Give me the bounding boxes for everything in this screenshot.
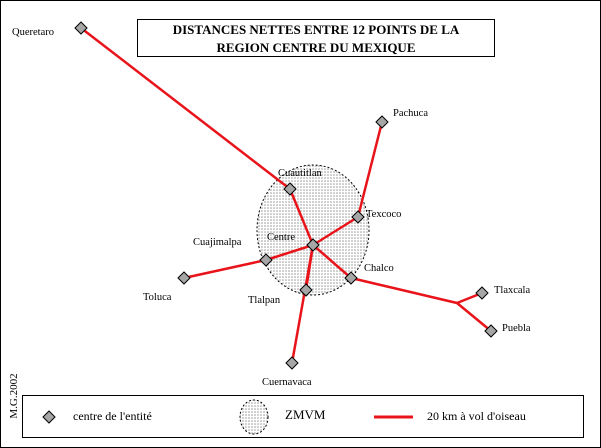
labels-layer: QueretaroPachucaCuautitlanTexcocoCentreC…	[12, 27, 531, 388]
node-queretaro[interactable]	[74, 21, 88, 35]
map-title-line2: REGION CENTRE DU MEXIQUE	[216, 40, 416, 55]
node-tlalpan[interactable]	[299, 283, 313, 297]
link-chalco-centre	[312, 244, 352, 279]
node-pachuca[interactable]	[375, 115, 389, 129]
link-junction-puebla	[456, 302, 492, 332]
node-toluca[interactable]	[177, 271, 191, 285]
label-queretaro: Queretaro	[12, 27, 54, 38]
label-tlalpan: Tlalpan	[248, 295, 281, 306]
map-title: DISTANCES NETTES ENTRE 12 POINTS DE LA R…	[137, 19, 495, 57]
link-cuajimalpa-centre	[265, 243, 314, 262]
label-centre: Centre	[267, 232, 295, 243]
node-texcoco[interactable]	[351, 210, 365, 224]
node-chalco[interactable]	[344, 271, 358, 285]
label-cuautitlan: Cuautitlan	[278, 168, 322, 179]
label-texcoco: Texcoco	[366, 209, 401, 220]
label-puebla: Puebla	[502, 323, 531, 334]
links-layer	[80, 27, 492, 364]
nodes-layer	[74, 21, 498, 370]
legend: centre de l'entité ZMVM 20 km à vol d'oi…	[22, 395, 584, 438]
label-cuajimalpa: Cuajimalpa	[193, 237, 242, 248]
node-puebla[interactable]	[484, 324, 498, 338]
label-cuernavaca: Cuernavaca	[262, 377, 312, 388]
node-tlaxcala[interactable]	[475, 286, 489, 300]
label-tlaxcala: Tlaxcala	[494, 285, 530, 296]
link-texcoco-centre	[312, 215, 359, 247]
label-toluca: Toluca	[143, 292, 172, 303]
legend-zone-label: ZMVM	[285, 407, 326, 422]
label-pachuca: Pachuca	[393, 108, 428, 119]
link-queretaro-cuautitlan	[80, 27, 291, 190]
link-toluca-cuajimalpa	[183, 258, 267, 280]
zmvm-zone	[256, 164, 370, 296]
node-cuautitlan[interactable]	[283, 182, 297, 196]
link-pachuca-texcoco	[356, 121, 384, 218]
label-chalco: Chalco	[364, 263, 394, 274]
legend-symbols	[42, 399, 413, 435]
legend-node-icon	[42, 410, 56, 424]
node-cuernavaca[interactable]	[285, 356, 299, 370]
node-centre[interactable]	[306, 238, 320, 252]
credit-text: M.G.2002	[8, 373, 20, 419]
legend-zone-icon	[239, 399, 269, 435]
legend-line-label: 20 km à vol d'oiseau	[427, 409, 526, 423]
link-cuernavaca-centre	[290, 244, 315, 364]
node-cuajimalpa[interactable]	[259, 253, 273, 267]
legend-node-label: centre de l'entité	[73, 409, 152, 423]
map-title-line1: DISTANCES NETTES ENTRE 12 POINTS DE LA	[172, 22, 460, 37]
link-chalco-junction	[350, 276, 458, 305]
link-cuautitlan-centre	[288, 188, 315, 246]
